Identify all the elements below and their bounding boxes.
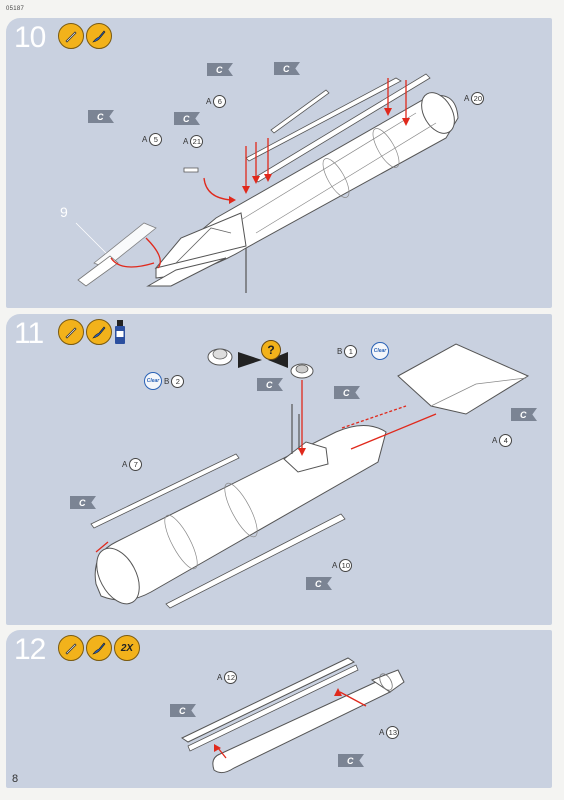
step-number: 10 — [14, 21, 46, 54]
color-callout-flag: C — [174, 112, 200, 125]
step-icons — [58, 319, 126, 345]
paint-brush-icon — [86, 23, 112, 49]
color-callout-flag: C — [511, 408, 537, 421]
clear-glue-bottle-icon — [114, 320, 126, 344]
doc-id: 05187 — [6, 6, 25, 12]
paint-brush-icon — [86, 635, 112, 661]
question-mark-icon: ? — [261, 340, 281, 360]
step-12-illustration — [180, 657, 405, 774]
quantity-badge: 2X — [114, 635, 140, 661]
step-11-illustration — [90, 343, 530, 609]
color-callout-flag: C — [257, 378, 283, 391]
step-icons: 2X — [58, 635, 140, 661]
step-number: 11 — [14, 317, 44, 350]
color-callout-flag: C — [274, 62, 300, 75]
color-callout-flag: C — [88, 110, 114, 123]
color-callout-flag: C — [306, 577, 332, 590]
step-icons — [58, 23, 112, 49]
step-number: 12 — [14, 633, 46, 666]
color-callout-flag: C — [334, 386, 360, 399]
glue-icon — [58, 319, 84, 345]
glue-icon — [58, 635, 84, 661]
paint-brush-icon — [86, 319, 112, 345]
glue-icon — [58, 23, 84, 49]
clear-badge: Clear — [144, 372, 162, 390]
page-number: 8 — [12, 773, 19, 785]
step-10-illustration — [75, 73, 459, 293]
color-callout-flag: C — [207, 63, 233, 76]
reference-step-number: 9 — [60, 204, 68, 220]
color-callout-flag: C — [70, 496, 96, 509]
clear-badge: Clear — [371, 342, 389, 360]
color-callout-flag: C — [338, 754, 364, 767]
color-callout-flag: C — [170, 704, 196, 717]
